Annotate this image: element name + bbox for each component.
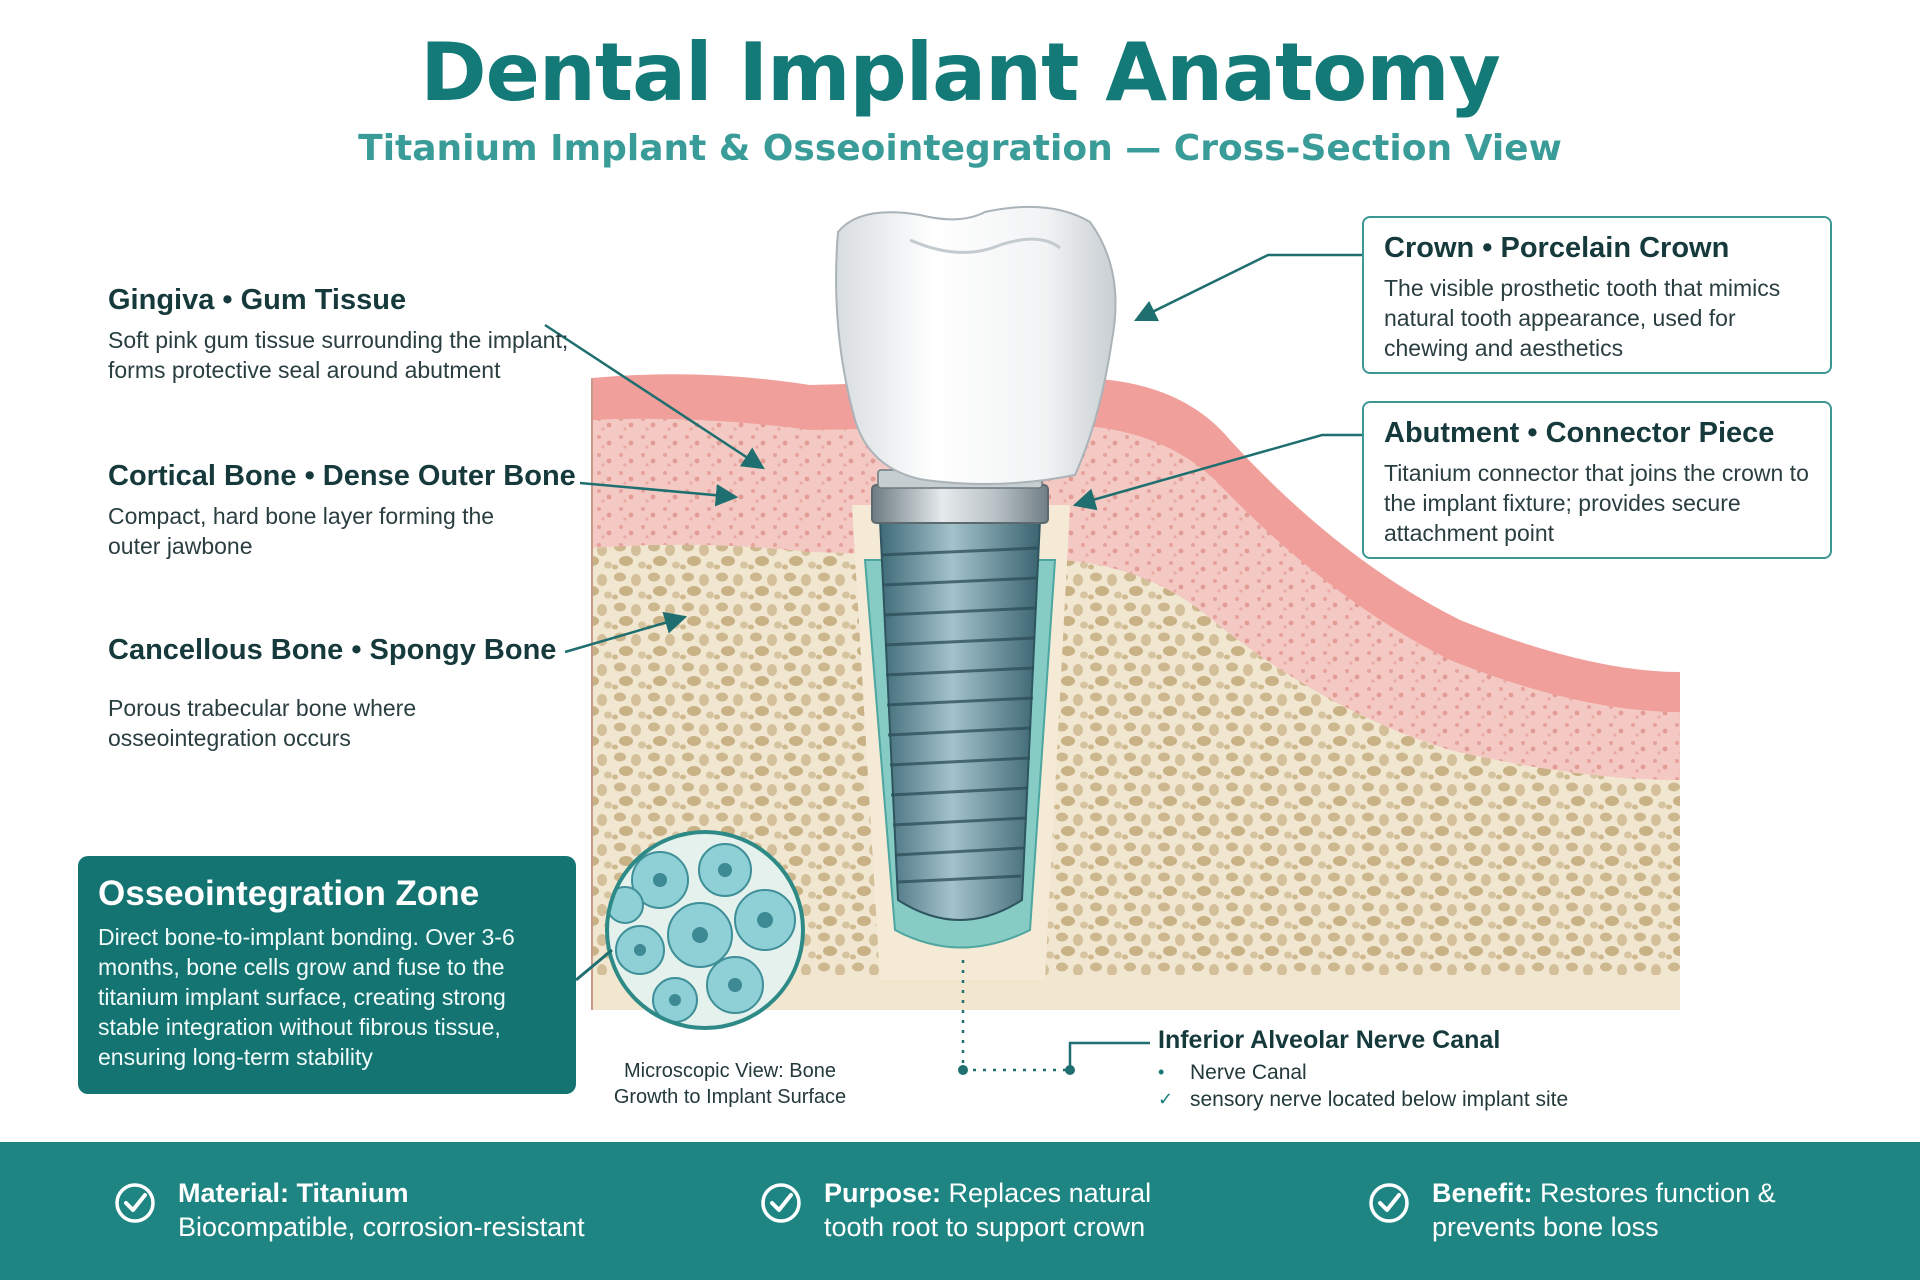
gingiva-label: Gingiva • Gum Tissue Soft pink gum tissu…: [108, 284, 578, 385]
jaw-tissue-layers: [591, 374, 1680, 1010]
nerve-canal-leader: [961, 960, 1150, 1072]
abutment-callout: Abutment • Connector Piece Titanium conn…: [1362, 401, 1832, 559]
microscopic-view-caption: Microscopic View: Bone Growth to Implant…: [613, 1060, 847, 1108]
nerve-canal-item: • Nerve Canal: [1158, 1059, 1568, 1086]
implant-cross-section-diagram: [544, 205, 1680, 1075]
cortical-bone-heading: Cortical Bone • Dense Outer Bone: [108, 460, 576, 492]
footer-text: Replaces natural tooth root to support c…: [824, 1178, 1152, 1242]
check-icon: ✓: [1158, 1089, 1174, 1109]
footer-text: Restores function & prevents bone loss: [1432, 1178, 1776, 1242]
page-title: Dental Implant Anatomy: [420, 26, 1501, 119]
check-circle-icon: [115, 1183, 155, 1223]
footer-key: Material: Titanium: [178, 1178, 409, 1208]
crown: [835, 205, 1117, 485]
nerve-canal-label: Inferior Alveolar Nerve Canal • Nerve Ca…: [1158, 1026, 1568, 1113]
gingiva-description: Soft pink gum tissue surrounding the imp…: [108, 327, 569, 383]
microscopic-view: [607, 832, 803, 1028]
footer-text: Biocompatible, corrosion-resistant: [178, 1212, 585, 1242]
pointer-arrows: [544, 253, 1362, 654]
lower-cortical-band: [592, 975, 1680, 1010]
cancellous-bone-heading: Cancellous Bone • Spongy Bone: [108, 634, 557, 666]
bullet-icon: •: [1158, 1062, 1165, 1082]
osseointegration-description: Direct bone-to-implant bonding. Over 3-6…: [98, 924, 515, 1070]
footer-key: Benefit:: [1432, 1178, 1533, 1208]
osseointegration-zone-callout: Osseointegration Zone Direct bone-to-imp…: [78, 856, 576, 1094]
footer-item-purpose: Purpose: Replaces natural tooth root to …: [760, 1176, 1184, 1244]
cancellous-bone-label: Cancellous Bone • Spongy Bone Porous tra…: [108, 634, 578, 753]
check-circle-icon: [761, 1183, 801, 1223]
check-circle-icon: [1369, 1183, 1409, 1223]
crown-callout: Crown • Porcelain Crown The visible pros…: [1362, 216, 1832, 374]
cortical-bone-label: Cortical Bone • Dense Outer Bone Compact…: [108, 460, 608, 561]
page-subtitle: Titanium Implant & Osseointegration — Cr…: [358, 128, 1562, 169]
footer-bar: Material: Titanium Biocompatible, corros…: [0, 1142, 1920, 1280]
footer-item-material: Material: Titanium Biocompatible, corros…: [114, 1176, 598, 1244]
footer-key: Purpose:: [824, 1178, 942, 1208]
crown-heading: Crown • Porcelain Crown: [1384, 232, 1730, 264]
abutment-heading: Abutment • Connector Piece: [1384, 417, 1775, 449]
cancellous-bone-description: Porous trabecular bone where osseointegr…: [108, 695, 417, 751]
abutment-description: Titanium connector that joins the crown …: [1384, 460, 1809, 546]
footer-item-benefit: Benefit: Restores function & prevents bo…: [1368, 1176, 1832, 1244]
nerve-canal-item-text: sensory nerve located below implant site: [1190, 1088, 1569, 1111]
nerve-canal-item-text: Nerve Canal: [1190, 1061, 1307, 1084]
gingiva-heading: Gingiva • Gum Tissue: [108, 284, 407, 316]
nerve-canal-item: ✓ sensory nerve located below implant si…: [1158, 1086, 1568, 1113]
nerve-canal-heading: Inferior Alveolar Nerve Canal: [1158, 1026, 1501, 1054]
implant-fixture: [878, 519, 1042, 921]
cortical-bone-description: Compact, hard bone layer forming the out…: [108, 503, 495, 559]
crown-description: The visible prosthetic tooth that mimics…: [1384, 275, 1781, 361]
osseointegration-heading: Osseointegration Zone: [98, 874, 480, 913]
